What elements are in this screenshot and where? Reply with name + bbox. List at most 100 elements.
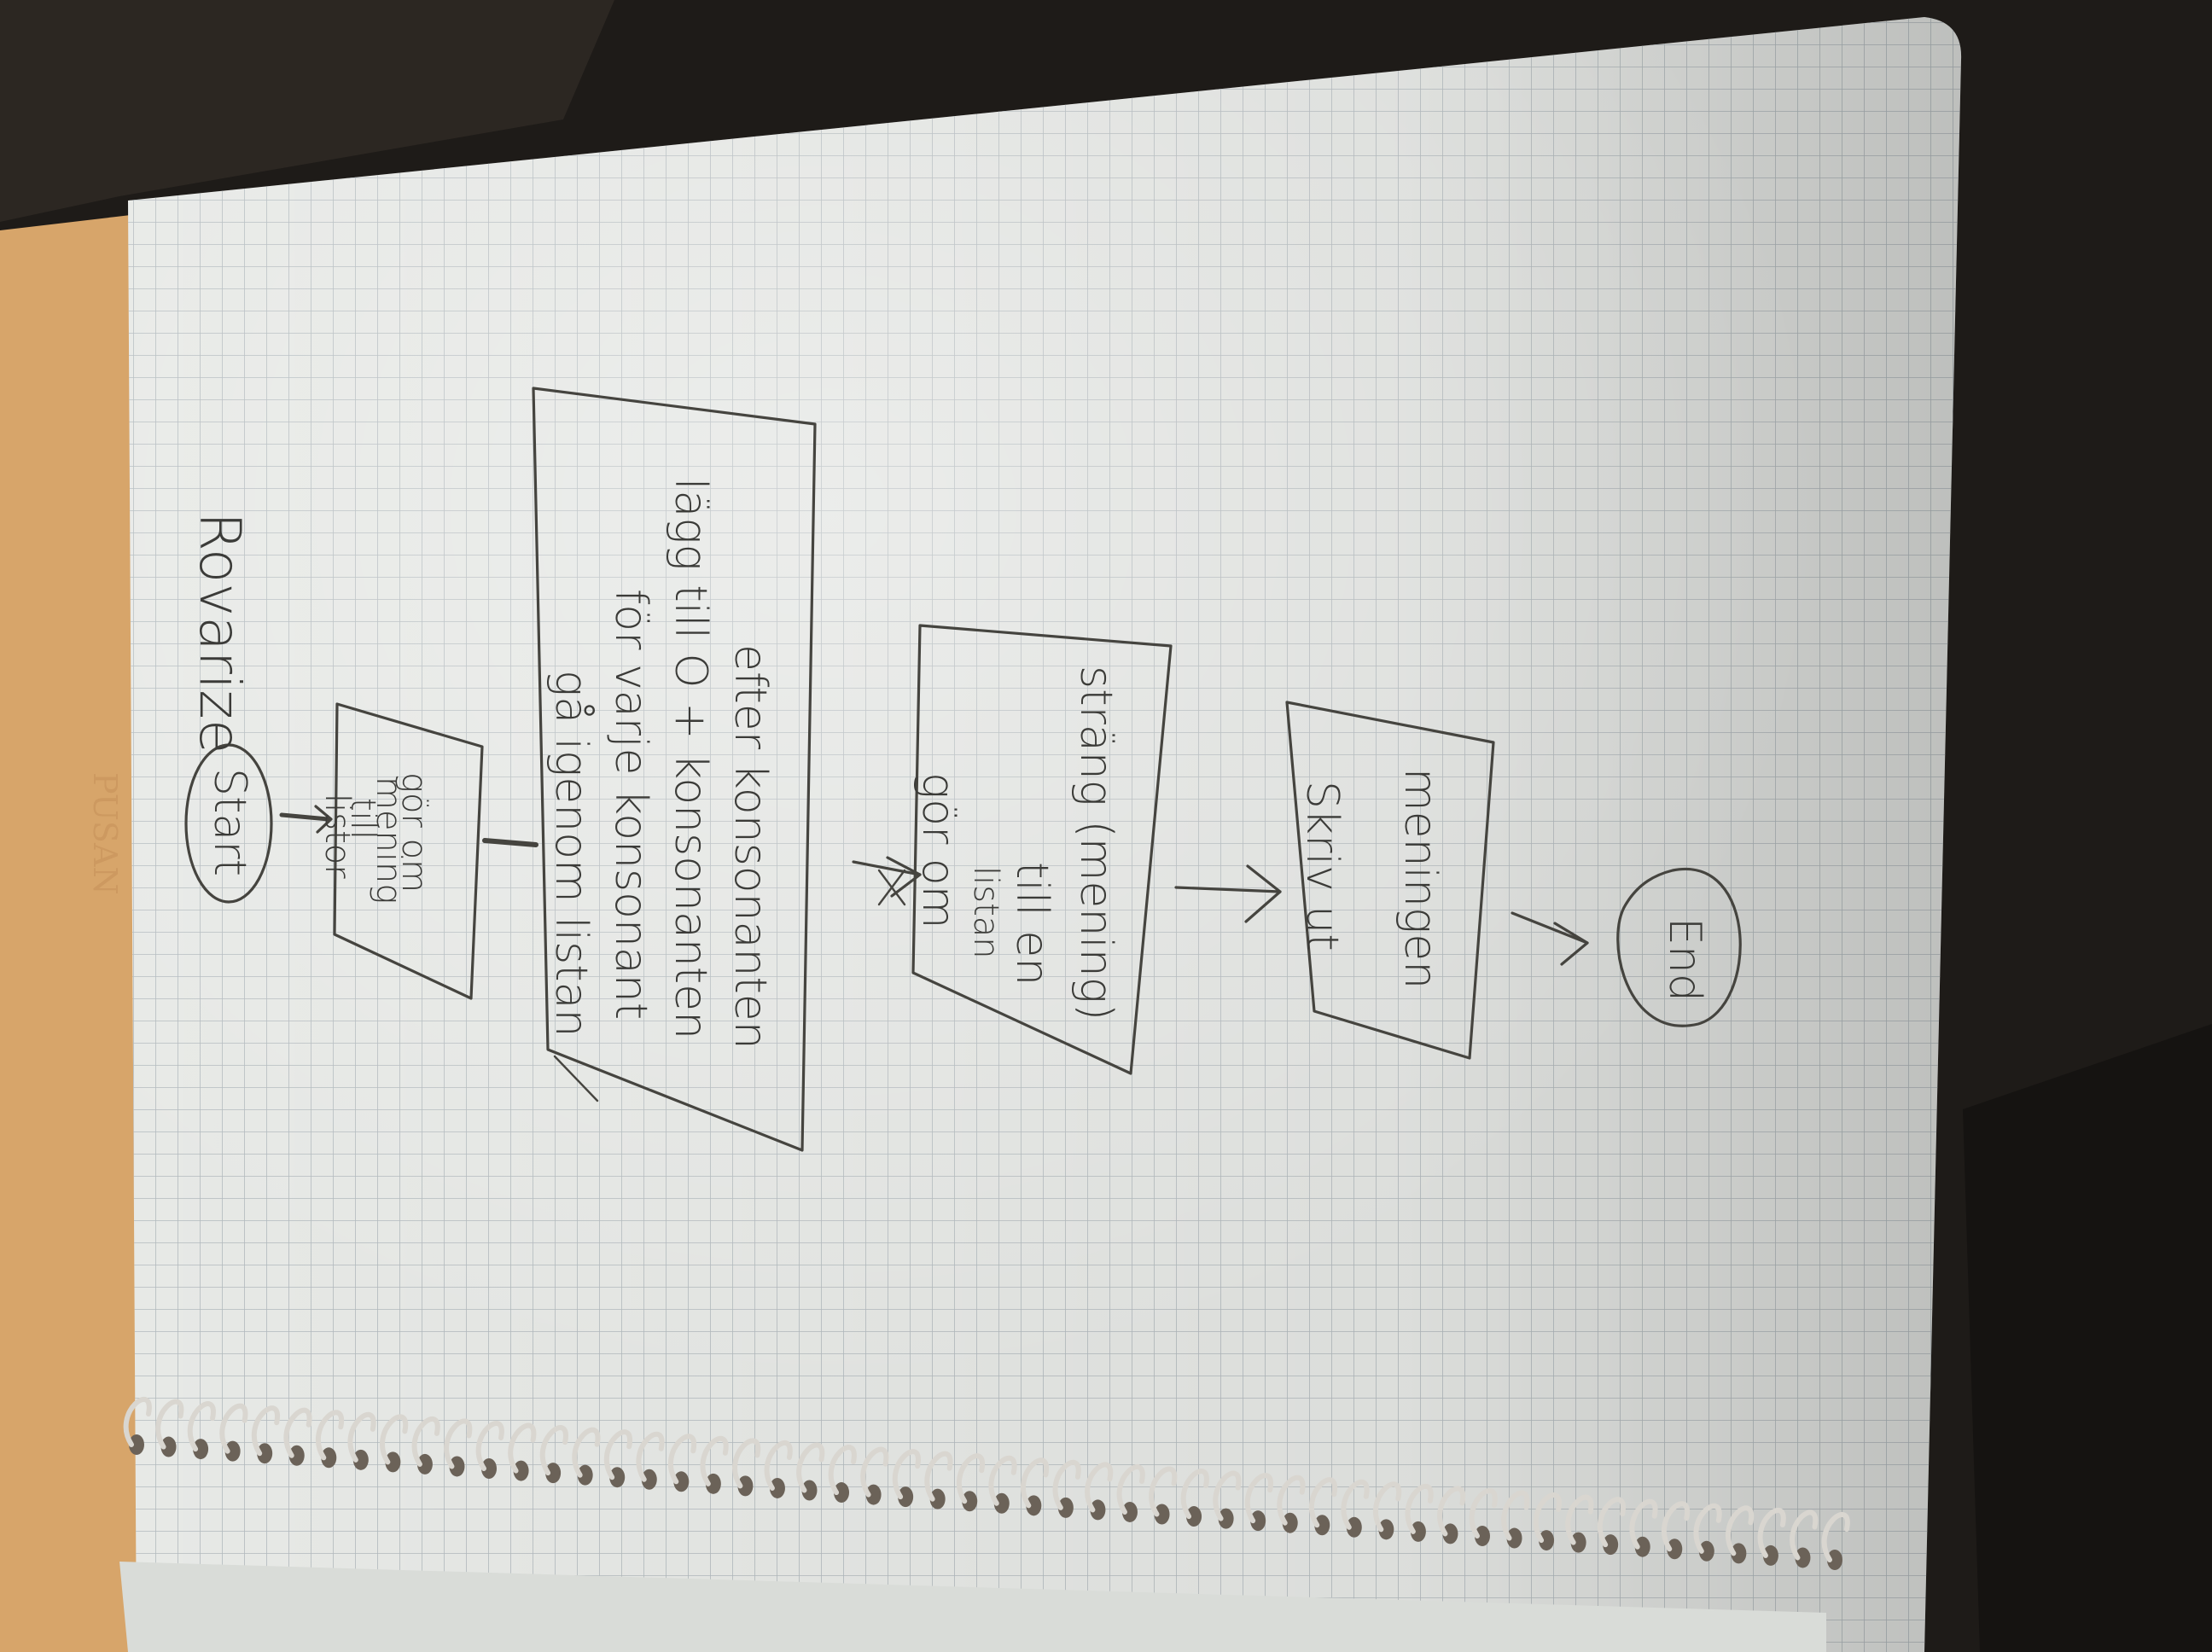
binding-hole [1121,1501,1138,1522]
spiral-coil [475,1421,504,1472]
spiral-coil [604,1429,633,1480]
convert-step-line-3: till en [1006,862,1057,986]
binding-hole [1603,1534,1619,1556]
start-node-shape [184,743,273,904]
spiral-coil [1533,1492,1562,1544]
binding-hole [737,1475,754,1497]
spiral-coil [252,1405,281,1457]
table-mark: PUSAN [86,772,124,895]
arrow-input-to-loop [482,838,538,847]
binding-hole [1731,1543,1747,1564]
binding-hole [1667,1539,1683,1560]
binding-hole [1698,1540,1714,1562]
binding-hole [962,1491,978,1512]
spiral-coil [1821,1512,1850,1562]
output-step-line-1: Skriv ut [1296,781,1348,951]
crossed-out-mark [877,869,906,906]
spiral-coil [508,1422,537,1474]
spiral-coil [796,1442,825,1493]
spiral-coil [1662,1501,1691,1552]
spiral-coil [539,1425,568,1476]
binding-hole [1827,1550,1842,1570]
arrow-start-to-input [279,812,331,822]
spiral-coil [1277,1475,1306,1526]
spiral-coil [1052,1459,1081,1510]
arrow-output-to-end [1511,911,1589,945]
spiral-coil [1757,1507,1786,1558]
binding-hole [1154,1504,1170,1525]
arrow-loop-to-convert [852,860,922,876]
spiral-coil [1085,1462,1114,1513]
spiral-coil [732,1438,761,1489]
binding-hole [1346,1516,1362,1538]
arrow-head-output [1244,864,1282,923]
binding-hole [1057,1497,1074,1518]
spiral-coil [1469,1488,1498,1539]
spiral-coil [219,1403,248,1454]
spiral-coil [1021,1457,1050,1509]
binding-hole [321,1447,337,1469]
spiral-coil [1405,1483,1434,1534]
binding-hole [193,1439,209,1460]
spiral-coil [700,1435,729,1486]
spiral-coil [1309,1477,1338,1528]
spiral-coil [1565,1494,1594,1545]
binding-hole [1410,1521,1426,1542]
binding-hole [1314,1515,1330,1536]
end-node-label: End [1659,917,1710,1002]
input-step-line-4: listor [317,794,357,879]
spiral-coil [1244,1473,1273,1524]
spiral-coil [1790,1509,1819,1561]
binding-hole [609,1467,626,1488]
binding-hole [865,1484,882,1505]
binding-hole [449,1456,465,1477]
binding-hole [1378,1519,1394,1540]
spiral-coil [1180,1469,1209,1520]
arrow-head-start [314,805,333,834]
binding-hole [898,1486,914,1508]
binding-hole [416,1453,433,1475]
binding-hole [1282,1512,1298,1533]
binding-hole [481,1458,498,1480]
convert-step-line-2: listan [966,866,1005,959]
input-step-line-2: mening [369,777,408,905]
loop-step-line-4: efter konsonanten [725,644,776,1050]
arrow-head-convert [886,856,922,898]
spiral-coil [1213,1470,1242,1521]
loop-step-shape [532,387,817,1152]
spiral-coil [347,1411,376,1463]
spiral-coil [572,1427,601,1478]
binding-hole [577,1464,593,1486]
spiral-coil [636,1431,665,1482]
output-step-shape [1285,701,1495,1060]
binding-hole [385,1451,401,1473]
binding-hole [257,1443,273,1464]
start-node-label: Start [204,768,255,877]
spiral-coil [1693,1503,1722,1554]
spiral-coil [1629,1498,1658,1550]
binding-hole [1506,1527,1522,1549]
spiral-coil [828,1445,857,1496]
arrow-convert-to-output [1174,886,1282,893]
binding-hole [1762,1544,1778,1566]
binding-hole [993,1492,1010,1514]
spiral-coil [1149,1466,1178,1517]
binding-hole [1474,1525,1490,1546]
notebook-title: Rovarize [187,512,253,754]
spiral-coil [444,1418,473,1469]
spiral-coil [1437,1486,1466,1537]
binding-hole [1539,1530,1555,1551]
spiral-coil [764,1440,793,1491]
binding-hole [160,1436,177,1457]
spiral-binding [123,1397,1850,1570]
binding-hole [929,1488,946,1509]
light-glare [128,17,1962,1652]
binding-hole [1250,1510,1266,1532]
binding-hole [1442,1523,1458,1544]
arrow-head-end [1553,922,1589,966]
binding-hole [1218,1508,1234,1529]
binding-hole [834,1482,850,1504]
spiral-coil [1341,1479,1370,1530]
binding-hole [641,1469,657,1490]
spiral-coil [668,1434,697,1485]
